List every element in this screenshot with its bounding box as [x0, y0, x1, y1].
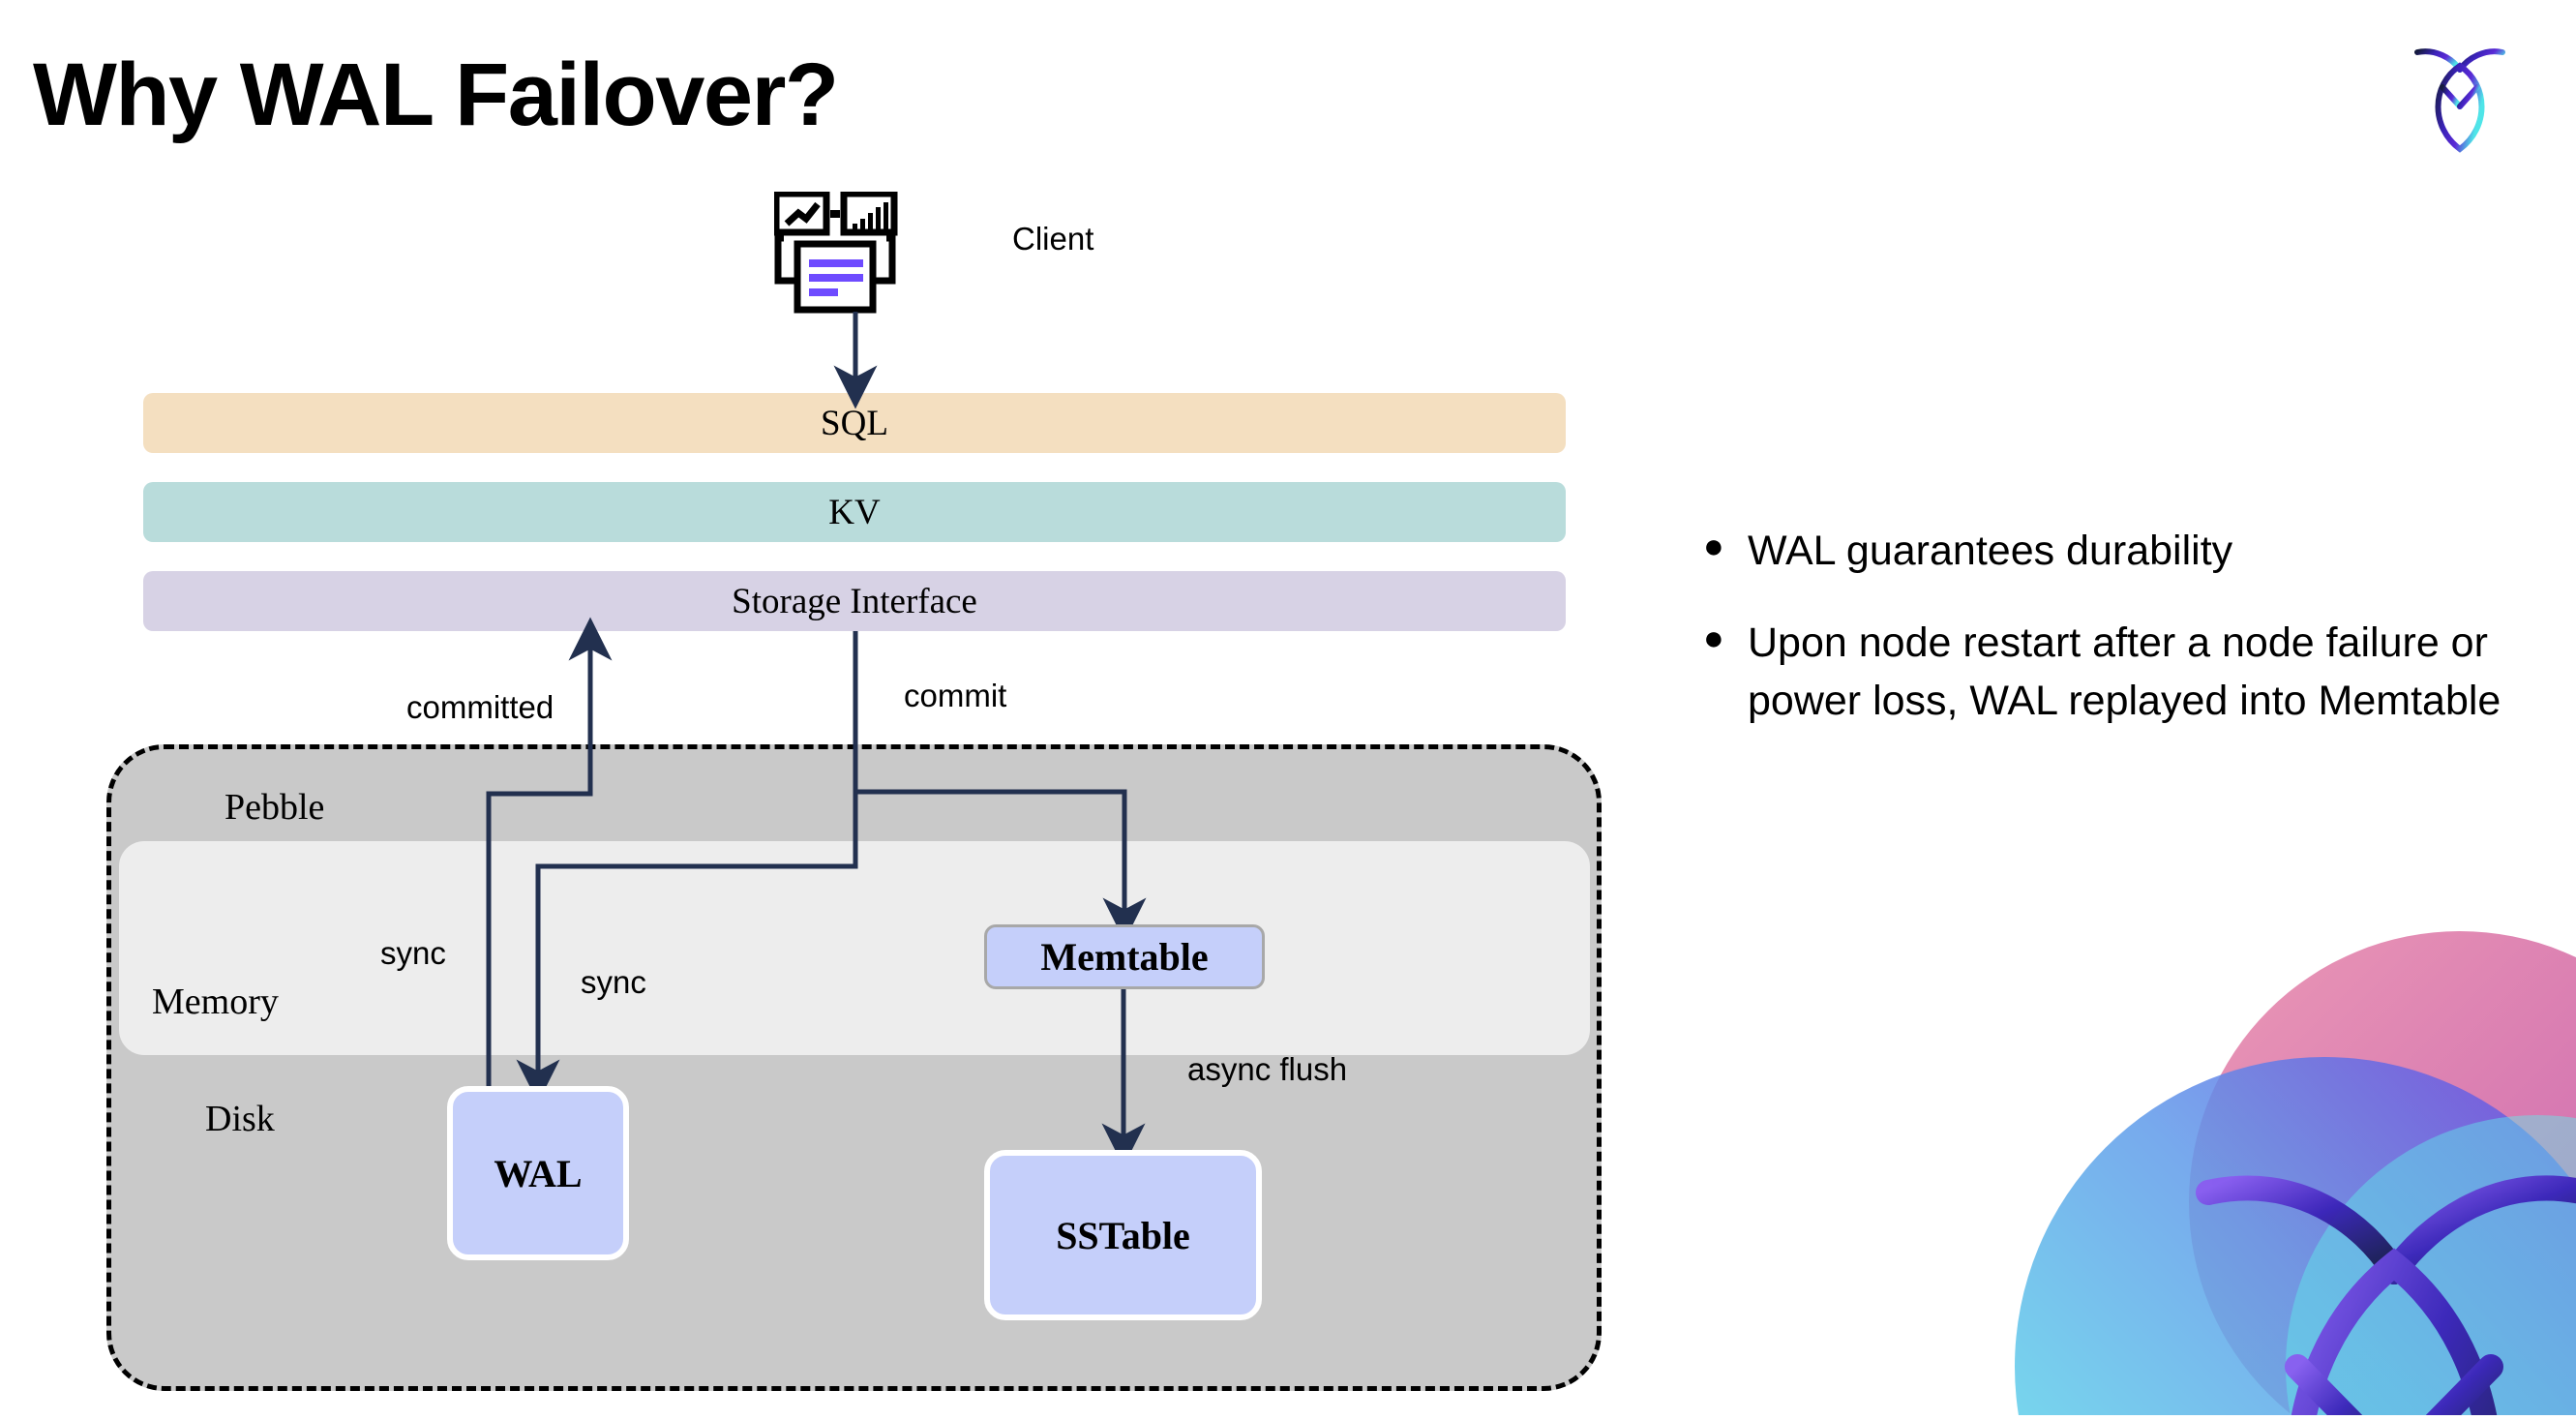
layer-bar-sql: SQL [143, 393, 1566, 453]
layer-bar-storage-interface: Storage Interface [143, 571, 1566, 631]
node-memtable[interactable]: Memtable [984, 924, 1265, 989]
layer-bar-kv: KV [143, 482, 1566, 542]
cockroach-decorative-circles-icon [1918, 912, 2576, 1415]
bullet-marker-icon: ● [1703, 526, 1724, 565]
node-sstable[interactable]: SSTable [984, 1150, 1262, 1320]
pebble-label: Pebble [225, 787, 325, 828]
bullet-text: Upon node restart after a node failure o… [1748, 619, 2501, 724]
memory-label: Memory [152, 982, 279, 1022]
client-label: Client [1012, 221, 1094, 257]
list-item: ● WAL guarantees durability [1703, 523, 2555, 580]
bullet-marker-icon: ● [1703, 618, 1724, 658]
edge-label-commit: commit [904, 678, 1007, 713]
bullet-text: WAL guarantees durability [1748, 528, 2233, 574]
memory-region [119, 841, 1590, 1055]
edge-label-committed: committed [406, 689, 554, 725]
cockroach-logo-icon [2410, 35, 2510, 155]
disk-label: Disk [205, 1099, 275, 1139]
architecture-diagram: Client SQL KV Storage Interface Pebble M… [106, 190, 1602, 1391]
edge-label-sync-2: sync [581, 964, 646, 1000]
page-title: Why WAL Failover? [33, 45, 839, 144]
node-wal[interactable]: WAL [447, 1086, 629, 1260]
list-item: ● Upon node restart after a node failure… [1703, 615, 2555, 730]
client-dashboard-icon [772, 190, 929, 317]
edge-label-async-flush: async flush [1187, 1051, 1348, 1087]
edge-label-sync-1: sync [380, 935, 446, 971]
bullet-list: ● WAL guarantees durability ● Upon node … [1703, 523, 2555, 765]
